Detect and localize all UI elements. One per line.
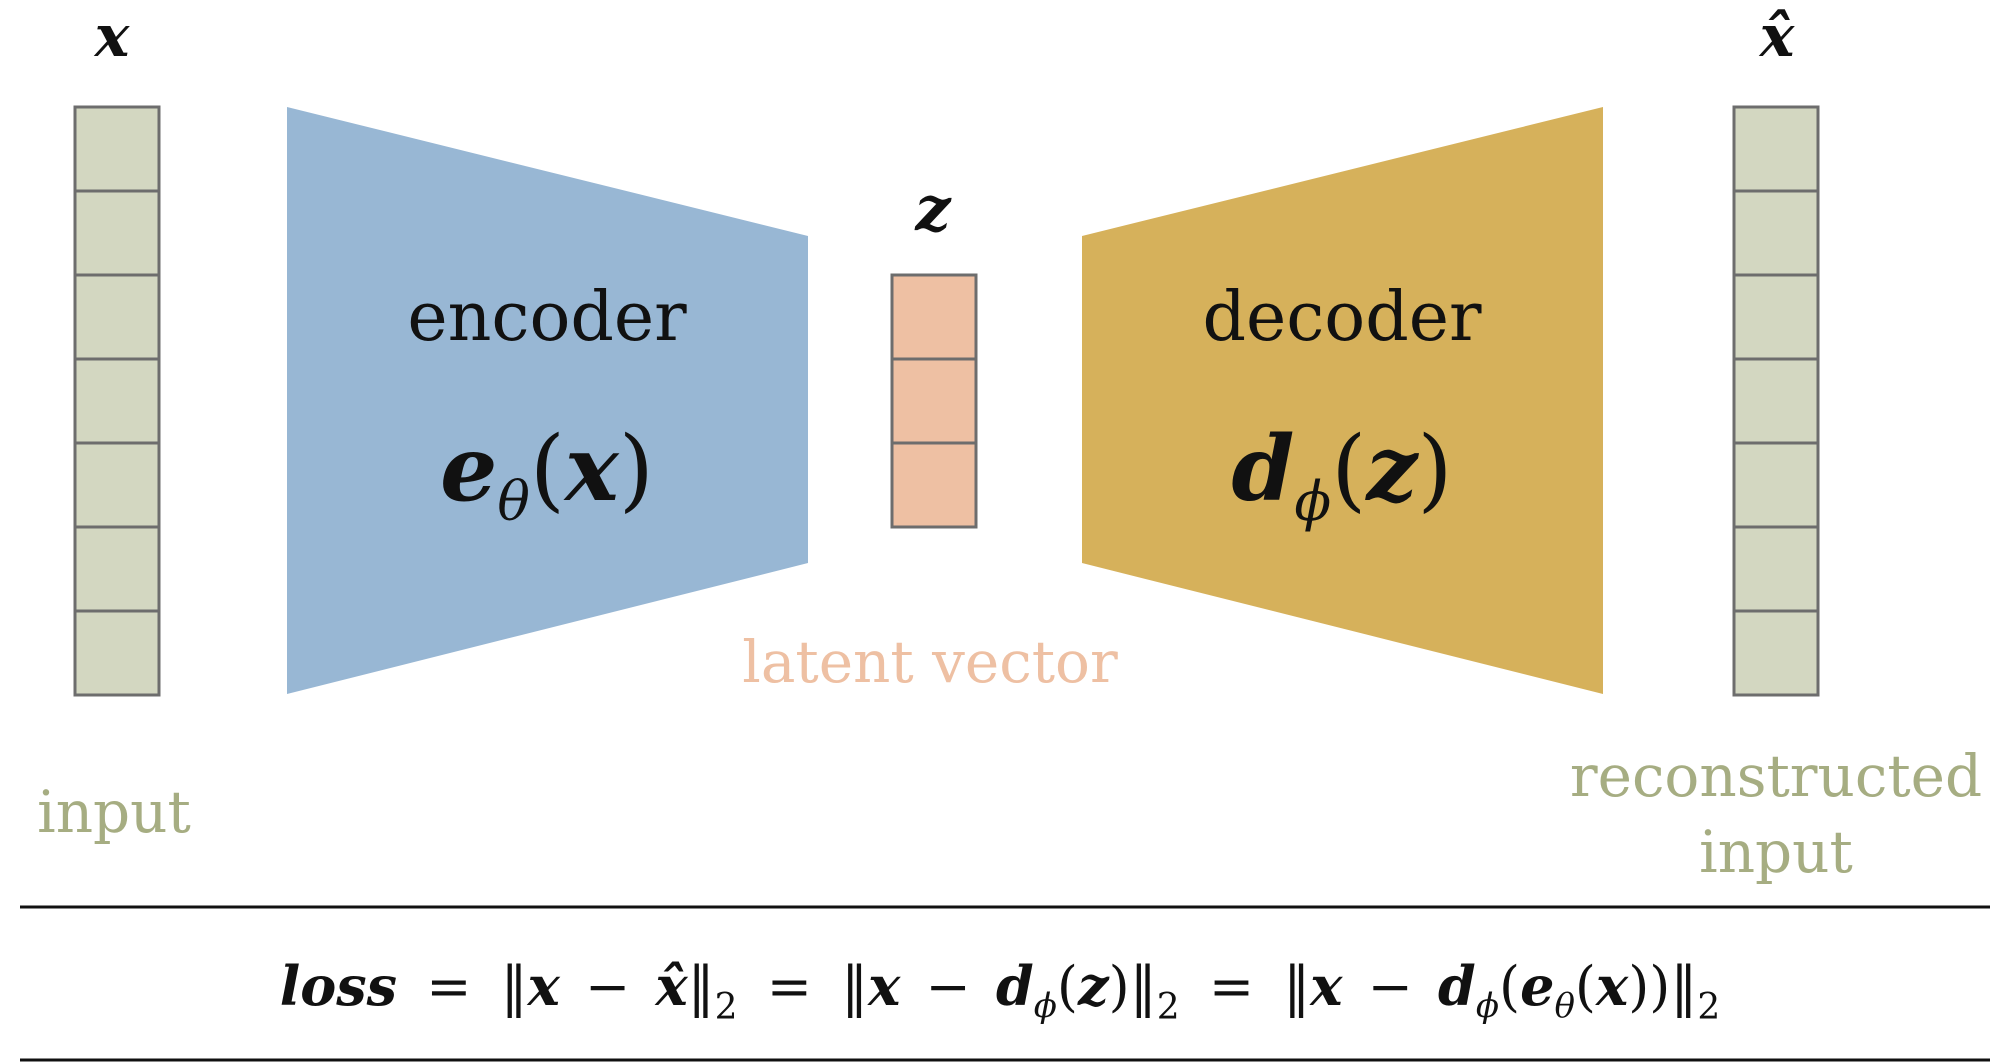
- decoder-label: decoder: [1202, 278, 1482, 357]
- output-cell-4: [1732, 357, 1820, 445]
- d-2: d: [1438, 954, 1476, 1018]
- norm-close-1: ‖: [688, 955, 715, 1018]
- minus-1: −: [585, 955, 630, 1018]
- encoder-function: eθ(x): [440, 416, 654, 533]
- input-cell-6: [73, 525, 161, 613]
- x-3: x: [1309, 954, 1343, 1018]
- output-label-line2: input: [1699, 818, 1853, 886]
- theta-1: θ: [1554, 986, 1574, 1026]
- encoder-trapezoid: [287, 107, 808, 694]
- decoder-func-symbol: d: [1231, 416, 1294, 522]
- latent-cell-1: [890, 273, 978, 361]
- norm-open-1: ‖: [501, 955, 528, 1018]
- encoder-func-symbol: e: [440, 416, 497, 522]
- input-cell-4: [73, 357, 161, 445]
- decoder-arg: z: [1364, 416, 1419, 522]
- decoder-trapezoid: [1082, 107, 1603, 694]
- output-cell-3: [1732, 273, 1820, 361]
- x-4: x: [1595, 954, 1629, 1018]
- decoder-rparen: ): [1417, 417, 1452, 522]
- encoder-rparen: ): [619, 417, 654, 522]
- norm-close-2: ‖: [1130, 955, 1157, 1018]
- output-cell-7: [1732, 609, 1820, 697]
- loss-word: loss: [280, 954, 397, 1018]
- rparen-3: ): [1649, 955, 1670, 1018]
- phi-1: ϕ: [1034, 986, 1057, 1026]
- decoder-subscript: ϕ: [1294, 470, 1331, 533]
- e-1: e: [1520, 954, 1554, 1018]
- minus-2: −: [926, 955, 971, 1018]
- input-cell-5: [73, 441, 161, 529]
- input-vector: [73, 105, 161, 697]
- eq-3: =: [1209, 955, 1254, 1018]
- lparen-3: (: [1575, 955, 1596, 1018]
- latent-vector: [890, 273, 978, 529]
- latent-cell-2: [890, 357, 978, 445]
- output-cell-6: [1732, 525, 1820, 613]
- input-cell-7: [73, 609, 161, 697]
- norm-open-3: ‖: [1283, 955, 1310, 1018]
- encoder-label: encoder: [407, 278, 687, 357]
- decoder-lparen: (: [1331, 417, 1366, 522]
- loss-equation: loss = ‖x − x̂‖2 = ‖x − dϕ(z)‖2 = ‖x − d…: [280, 954, 1721, 1032]
- rparen-1: ): [1109, 955, 1130, 1018]
- xhat-1: x̂: [654, 954, 688, 1018]
- eq-1: =: [426, 955, 471, 1018]
- sub-two-2: 2: [1157, 987, 1180, 1028]
- minus-3: −: [1368, 955, 1413, 1018]
- sub-two-1: 2: [715, 987, 738, 1028]
- input-label: input: [37, 778, 191, 846]
- output-cell-2: [1732, 189, 1820, 277]
- eq-2: =: [767, 955, 812, 1018]
- decoder-function: dϕ(z): [1231, 416, 1452, 533]
- encoder-subscript: θ: [497, 470, 530, 533]
- norm-close-3: ‖: [1670, 955, 1697, 1018]
- latent-cell-3: [890, 441, 978, 529]
- encoder-lparen: (: [530, 417, 565, 522]
- input-cell-2: [73, 189, 161, 277]
- lparen-2: (: [1499, 955, 1520, 1018]
- latent-symbol: z: [914, 172, 952, 245]
- x-2: x: [867, 954, 901, 1018]
- norm-open-2: ‖: [841, 955, 868, 1018]
- output-cell-1: [1732, 105, 1820, 193]
- output-label-line1: reconstructed: [1570, 742, 1982, 810]
- input-symbol: x: [93, 2, 131, 70]
- output-vector: [1732, 105, 1820, 697]
- lparen-1: (: [1057, 955, 1078, 1018]
- output-cell-5: [1732, 441, 1820, 529]
- x-1: x: [527, 954, 561, 1018]
- output-symbol: x̂: [1758, 2, 1796, 70]
- phi-2: ϕ: [1476, 986, 1499, 1026]
- encoder-arg: x: [563, 416, 620, 522]
- latent-label: latent vector: [742, 628, 1118, 696]
- z-1: z: [1077, 954, 1110, 1018]
- rparen-2: ): [1628, 955, 1649, 1018]
- sub-two-3: 2: [1697, 987, 1720, 1028]
- input-cell-1: [73, 105, 161, 193]
- input-cell-3: [73, 273, 161, 361]
- d-1: d: [996, 954, 1034, 1018]
